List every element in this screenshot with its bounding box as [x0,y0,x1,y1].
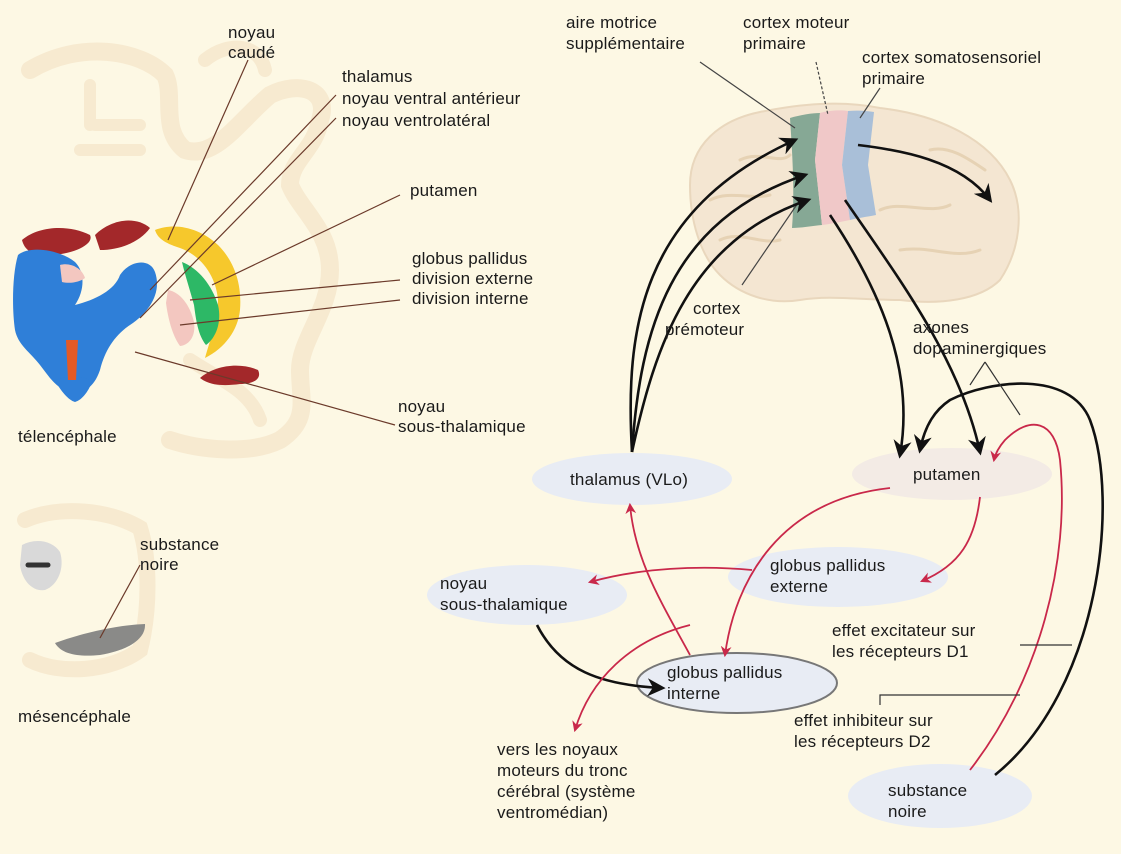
label-noyau-caude-2: caudé [228,43,275,62]
label-noyau-st-left-2: sous-thalamique [398,417,526,436]
label-effet-excitateur-1: effet excitateur sur [832,621,976,640]
node-label-noyau-st-1: noyau [440,574,487,593]
label-vers-noyaux-4: ventromédian) [497,803,608,822]
label-noyau-ventrolateral: noyau ventrolatéral [342,111,490,130]
label-noyau-st-left-1: noyau [398,397,445,416]
label-thalamus: thalamus [342,67,413,86]
label-putamen: putamen [410,181,478,200]
node-label-gp-interne-2: interne [667,684,720,703]
label-axones-1: axones [913,318,969,337]
label-aire-motrice-2: supplémentaire [566,34,685,53]
label-cortex-moteur-1: cortex moteur [743,13,850,32]
node-label-gp-externe-1: globus pallidus [770,556,885,575]
node-label-putamen: putamen [913,465,981,484]
section-label-mesencephale: mésencéphale [18,707,131,726]
label-cortex-moteur-2: primaire [743,34,806,53]
label-cortex-premoteur-1: cortex [693,299,741,318]
label-vers-noyaux-3: cérébral (système [497,782,636,801]
label-division-interne: division interne [412,289,529,308]
node-label-substance-noire-2: noire [888,802,927,821]
label-effet-inhibiteur-2: les récepteurs D2 [794,732,931,751]
label-effet-excitateur-2: les récepteurs D1 [832,642,969,661]
node-gp-interne [637,653,837,713]
label-vers-noyaux-1: vers les noyaux [497,740,618,759]
label-cortex-premoteur-2: prémoteur [665,320,744,339]
node-label-noyau-st-2: sous-thalamique [440,595,568,614]
node-label-gp-externe-2: externe [770,577,828,596]
label-aire-motrice-1: aire motrice [566,13,657,32]
label-globus-pallidus: globus pallidus [412,249,527,268]
label-noyau-ventral-anterieur: noyau ventral antérieur [342,89,521,108]
label-noyau-caude-1: noyau [228,23,275,42]
node-label-thalamus-vlo: thalamus (VLo) [570,470,688,489]
label-vers-noyaux-2: moteurs du tronc [497,761,628,780]
section-label-telencephale: télencéphale [18,427,117,446]
label-substance-noire-left-1: substance [140,535,219,554]
label-cortex-somato-2: primaire [862,69,925,88]
label-division-externe: division externe [412,269,533,288]
node-label-gp-interne-1: globus pallidus [667,663,782,682]
orange-column [66,340,78,380]
label-axones-2: dopaminergiques [913,339,1046,358]
label-substance-noire-left-2: noire [140,555,179,574]
label-effet-inhibiteur-1: effet inhibiteur sur [794,711,933,730]
node-label-substance-noire-1: substance [888,781,967,800]
label-cortex-somato-1: cortex somatosensoriel [862,48,1041,67]
